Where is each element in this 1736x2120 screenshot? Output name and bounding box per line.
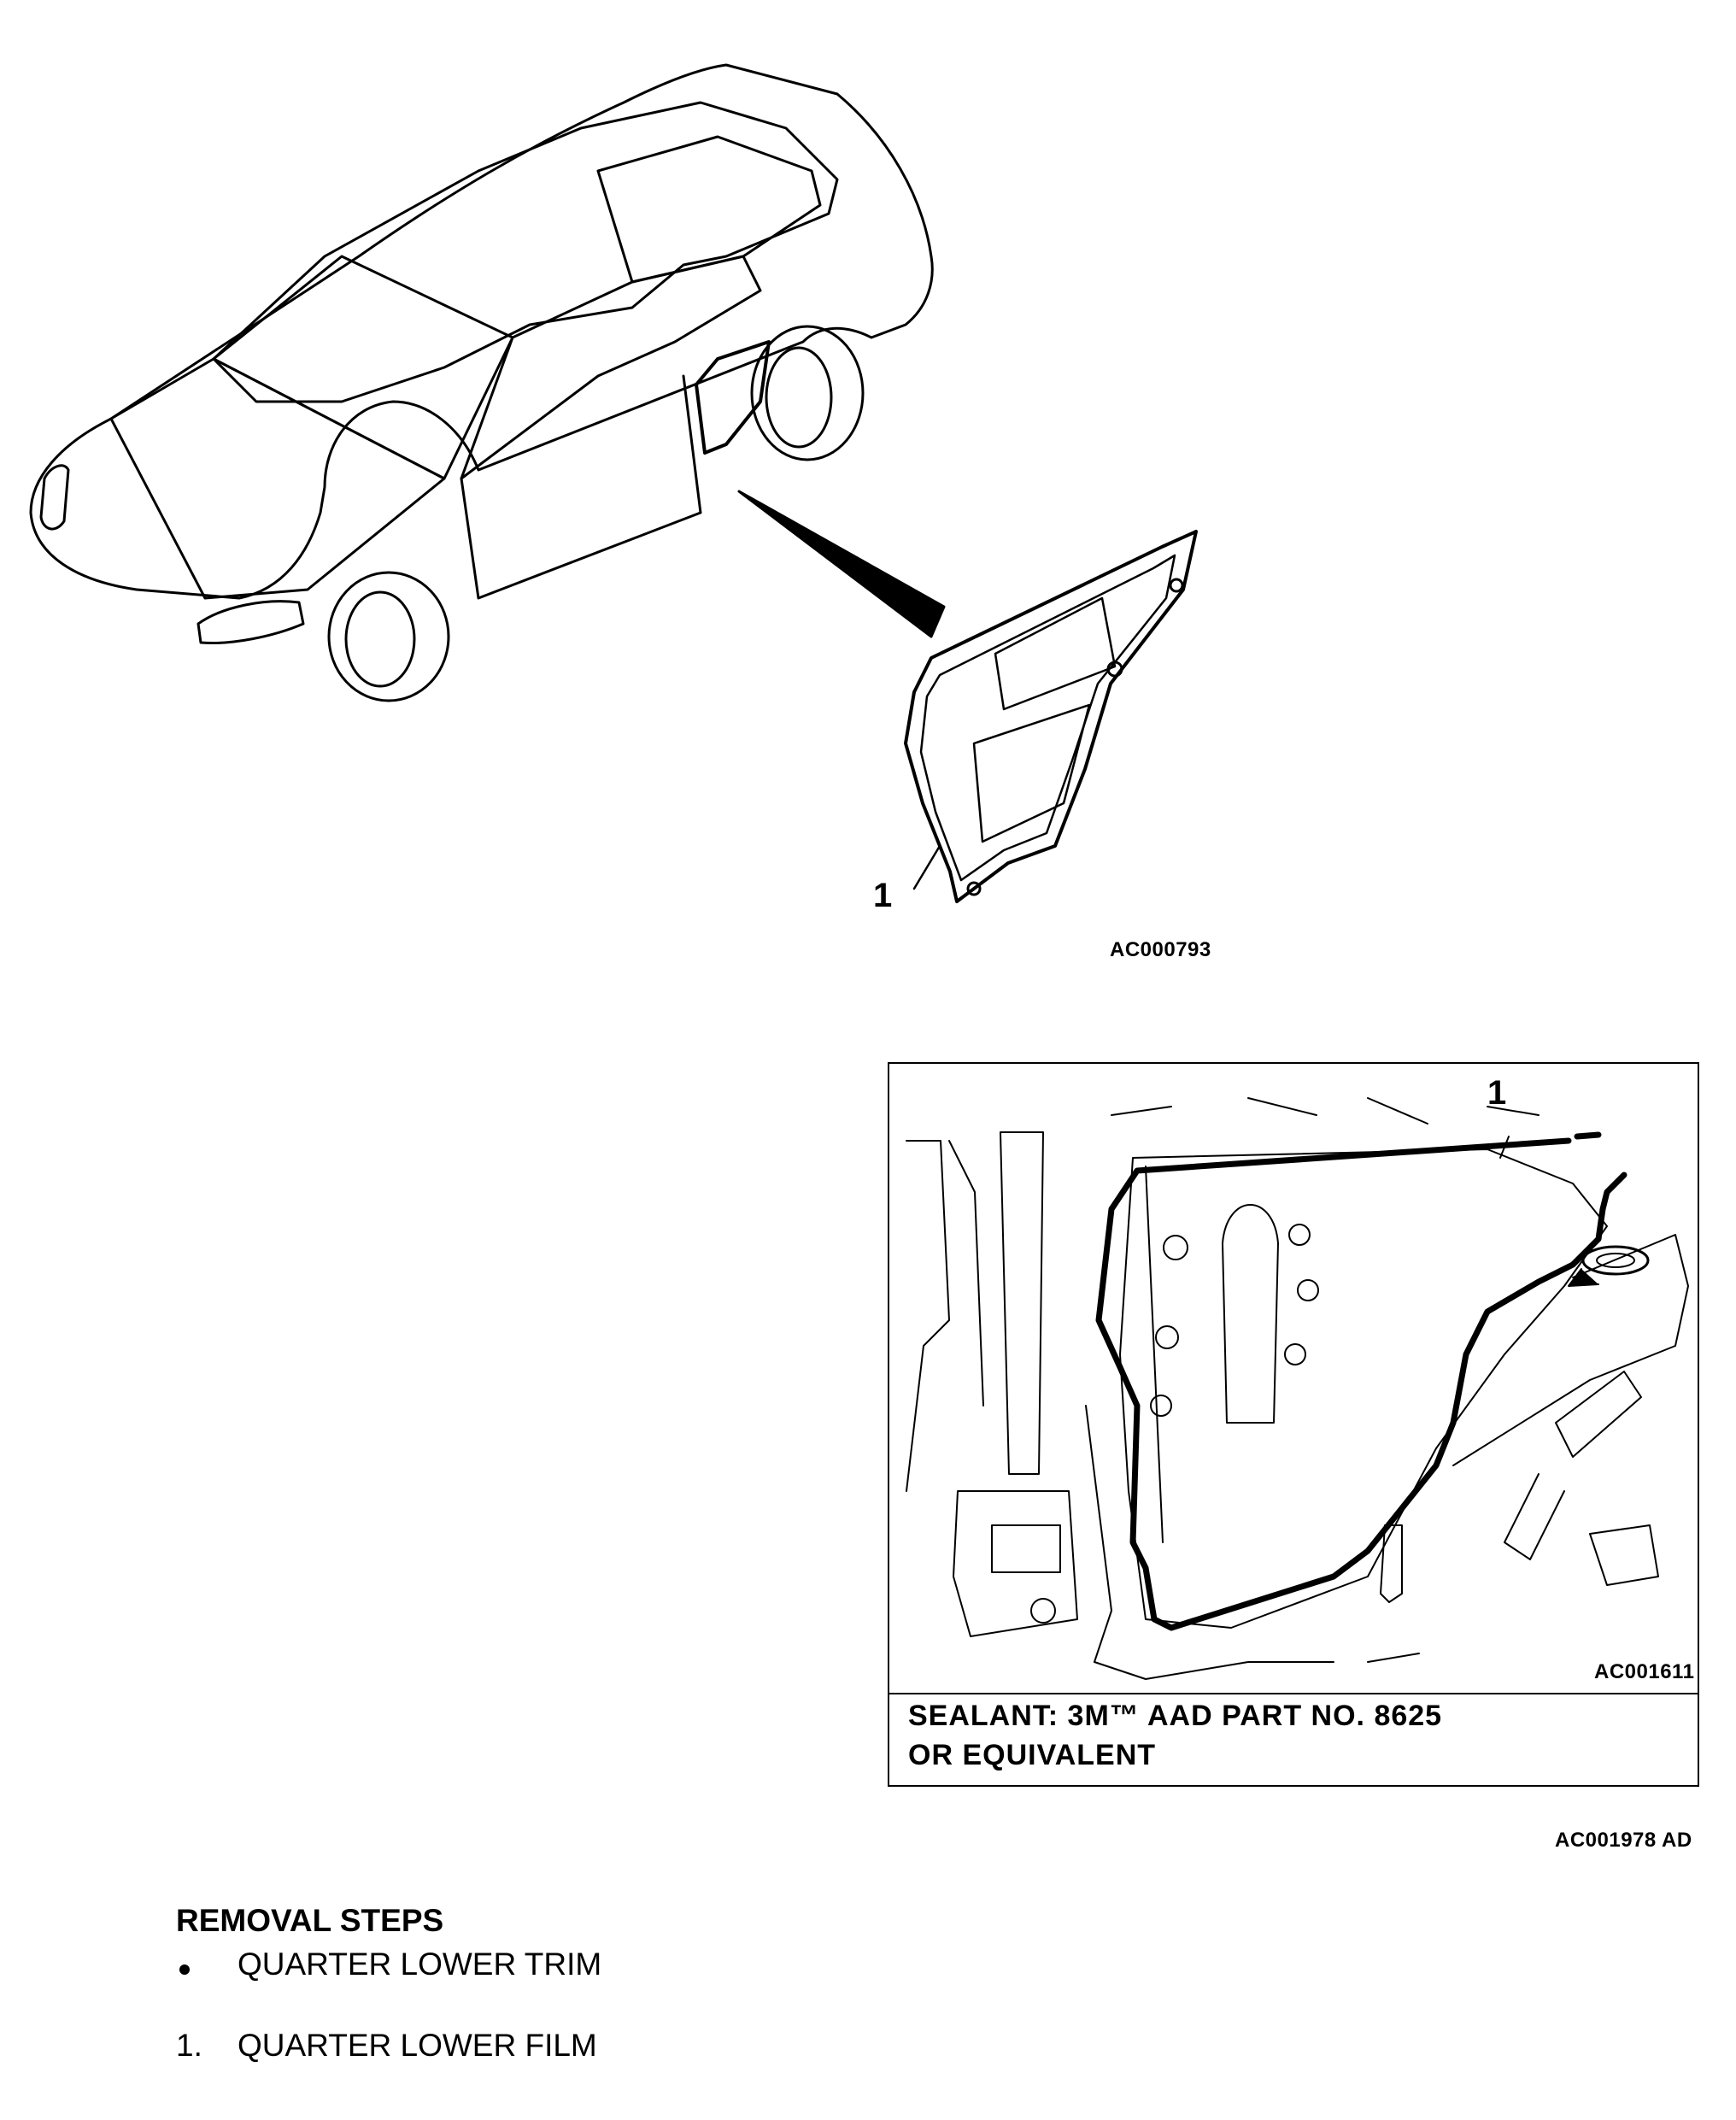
callout-number: 1 xyxy=(873,877,893,914)
film-hole xyxy=(1169,578,1184,593)
body-panel-lines xyxy=(1094,1097,1540,1680)
detail-figure-code: AC001611 xyxy=(1594,1660,1695,1683)
car-front-wheel xyxy=(327,571,450,702)
sealant-bead xyxy=(1095,1137,1628,1631)
car-rear-wheel xyxy=(750,325,865,461)
buckle-base xyxy=(1589,1524,1659,1586)
car-film-location xyxy=(695,340,771,455)
step-number: 1. xyxy=(176,2028,202,2063)
removal-step-item: QUARTER LOWER TRIM xyxy=(176,1947,601,1982)
callout-leader-1 xyxy=(912,844,941,890)
quarter-lower-film-part xyxy=(904,530,1198,903)
retractor-housing xyxy=(991,1524,1061,1573)
panel-hole xyxy=(1288,1224,1311,1246)
panel-pocket xyxy=(1222,1204,1279,1424)
bullet-marker xyxy=(176,1947,238,1982)
panel-hole xyxy=(1297,1279,1319,1301)
sealant-roll xyxy=(1581,1245,1650,1276)
car-front-wheel-hub xyxy=(344,590,416,688)
panel-hole xyxy=(1155,1325,1179,1349)
car-door-line xyxy=(460,374,702,600)
removal-step-item: 1. QUARTER LOWER FILM xyxy=(176,2028,597,2064)
removal-step-label: QUARTER LOWER FILM xyxy=(238,2028,597,2063)
removal-steps-title: REMOVAL STEPS xyxy=(176,1903,444,1938)
detail-figure-box: 1 AC001611 xyxy=(888,1062,1699,1787)
car-body-outline xyxy=(29,63,934,600)
sealant-roll-tail xyxy=(1568,1268,1599,1287)
seatbelt-webbing xyxy=(1000,1131,1044,1475)
car-rear-window xyxy=(596,135,822,284)
quarter-inner-panel xyxy=(1119,1148,1608,1629)
panel-hole xyxy=(1150,1395,1172,1417)
film-hole xyxy=(966,881,982,896)
sealant-spec: SEALANT: 3M™ AAD PART NO. 8625 OR EQUIVA… xyxy=(908,1696,1677,1775)
figure-code: AC000793 xyxy=(1110,938,1211,961)
sealant-line-2: OR EQUIVALENT xyxy=(908,1739,1157,1771)
sealant-line-1: SEALANT: 3M™ AAD PART NO. 8625 xyxy=(908,1700,1443,1732)
car-headlight xyxy=(196,600,305,644)
panel-hole xyxy=(1163,1235,1188,1260)
detail-callout-number: 1 xyxy=(1487,1074,1507,1112)
car-hood xyxy=(109,357,446,600)
sealant-bead-end xyxy=(1574,1131,1602,1140)
car-left-headlight xyxy=(39,464,70,531)
removal-step-label: QUARTER LOWER TRIM xyxy=(238,1947,602,1982)
pointer-arrow xyxy=(737,490,946,638)
anchor-bolt xyxy=(1380,1524,1403,1603)
film-hole xyxy=(1106,661,1123,678)
film-lower-panel xyxy=(972,703,1091,843)
car-rear-wheel-hub xyxy=(765,346,833,449)
seatbelt-retractor xyxy=(953,1490,1078,1637)
film-inner-outline xyxy=(919,554,1176,882)
film-rectangle xyxy=(994,596,1117,711)
pillar-outline xyxy=(906,1140,984,1492)
sealant-roll-core xyxy=(1596,1253,1635,1268)
retractor-bolt xyxy=(1030,1598,1056,1624)
figure-group-code: AC001978 AD xyxy=(1555,1829,1692,1852)
right-trim-panel xyxy=(1452,1234,1689,1466)
detail-illustration xyxy=(889,1097,1698,1694)
panel-hole xyxy=(1284,1343,1306,1365)
wire-harness xyxy=(1085,1405,1112,1663)
car-windshield xyxy=(212,255,514,480)
car-side-window xyxy=(460,255,762,480)
detail-callout-leader xyxy=(1499,1136,1510,1159)
seatbelt-buckle xyxy=(1504,1371,1642,1560)
